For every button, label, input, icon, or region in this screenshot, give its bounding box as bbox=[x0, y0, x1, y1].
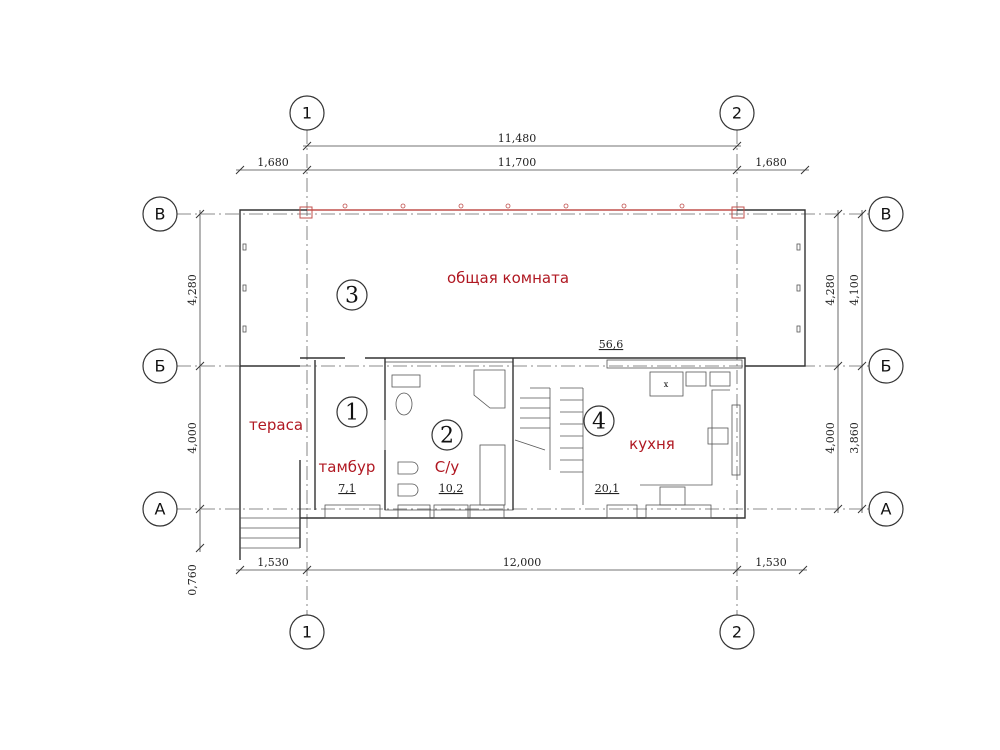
axis-bubble-1-top: 1 bbox=[289, 95, 325, 131]
axis-bubble-a-left: А bbox=[142, 491, 178, 527]
dim-bottom-right: 1,530 bbox=[755, 556, 787, 569]
dim-right-inner-lower: 4,000 bbox=[824, 422, 837, 454]
dimension-lines bbox=[195, 141, 867, 575]
room-1-number: 1 bbox=[345, 401, 359, 426]
axis-bubble-a-right: А bbox=[868, 491, 904, 527]
dim-left-upper: 4,280 bbox=[186, 274, 199, 306]
dim-top-right: 1,680 bbox=[755, 156, 787, 169]
svg-text:1: 1 bbox=[302, 104, 312, 123]
dim-top-middle: 11,700 bbox=[498, 156, 537, 169]
svg-text:2: 2 bbox=[732, 104, 742, 123]
living-room-walls bbox=[239, 203, 806, 367]
axis-bubble-2-top: 2 bbox=[719, 95, 755, 131]
room-3-area: 56,6 bbox=[599, 338, 624, 351]
ground-floor-walls: x bbox=[239, 357, 746, 560]
stove-mark: x bbox=[664, 380, 669, 389]
dim-right-outer-lower: 3,860 bbox=[848, 422, 861, 454]
dim-top-left: 1,680 bbox=[257, 156, 289, 169]
svg-text:А: А bbox=[881, 500, 892, 519]
dim-right-inner-upper: 4,280 bbox=[824, 274, 837, 306]
room-2-number: 2 bbox=[440, 424, 454, 449]
dim-top-overall: 11,480 bbox=[498, 132, 537, 145]
grid-axes bbox=[177, 130, 869, 615]
room-1-name: тамбур bbox=[319, 458, 376, 476]
svg-text:2: 2 bbox=[732, 623, 742, 642]
room-3-name: общая комната bbox=[447, 269, 569, 287]
svg-text:Б: Б bbox=[881, 357, 892, 376]
axis-bubble-2-bottom: 2 bbox=[719, 614, 755, 650]
room-2-name: С/у bbox=[435, 458, 460, 476]
room-1-area: 7,1 bbox=[338, 482, 356, 495]
dim-left-lower: 4,000 bbox=[186, 422, 199, 454]
axis-bubble-b-left: Б bbox=[142, 348, 178, 384]
axis-bubble-v-left: В bbox=[142, 196, 178, 232]
room-4-name: кухня bbox=[629, 435, 675, 453]
room-4-number: 4 bbox=[592, 410, 606, 435]
axis-bubble-v-right: В bbox=[868, 196, 904, 232]
dim-left-porch: 0,760 bbox=[186, 564, 199, 596]
room-4-area: 20,1 bbox=[595, 482, 620, 495]
svg-text:Б: Б bbox=[155, 357, 166, 376]
svg-text:В: В bbox=[155, 205, 166, 224]
axis-bubble-b-right: Б bbox=[868, 348, 904, 384]
axis-bubble-1-bottom: 1 bbox=[289, 614, 325, 650]
room-2-area: 10,2 bbox=[439, 482, 464, 495]
svg-text:В: В bbox=[881, 205, 892, 224]
svg-text:1: 1 bbox=[302, 623, 312, 642]
terrace-label: тераса bbox=[249, 416, 303, 434]
dim-bottom-left: 1,530 bbox=[257, 556, 289, 569]
room-3-number: 3 bbox=[345, 284, 359, 309]
svg-text:А: А bbox=[155, 500, 166, 519]
dim-bottom-middle: 12,000 bbox=[503, 556, 542, 569]
dim-right-outer-upper: 4,100 bbox=[848, 274, 861, 306]
